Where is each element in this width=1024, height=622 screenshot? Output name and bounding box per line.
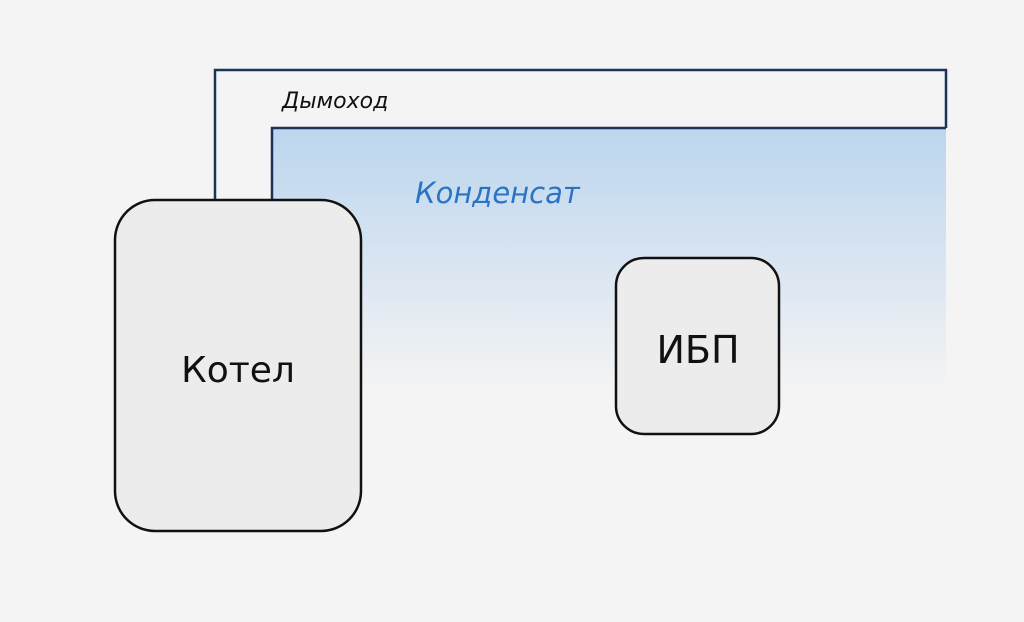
chimney-outer-outline: [213, 68, 948, 200]
condensate-label: Конденсат: [415, 176, 581, 210]
chimney-inner-outline: [270, 126, 946, 200]
condensate-area: [272, 128, 946, 390]
boiler-label: Котел: [181, 350, 295, 391]
boiler-box: [113, 198, 363, 533]
ups-box: [614, 256, 781, 436]
chimney-label: Дымоход: [281, 89, 388, 114]
ups-label: ИБП: [656, 328, 739, 372]
